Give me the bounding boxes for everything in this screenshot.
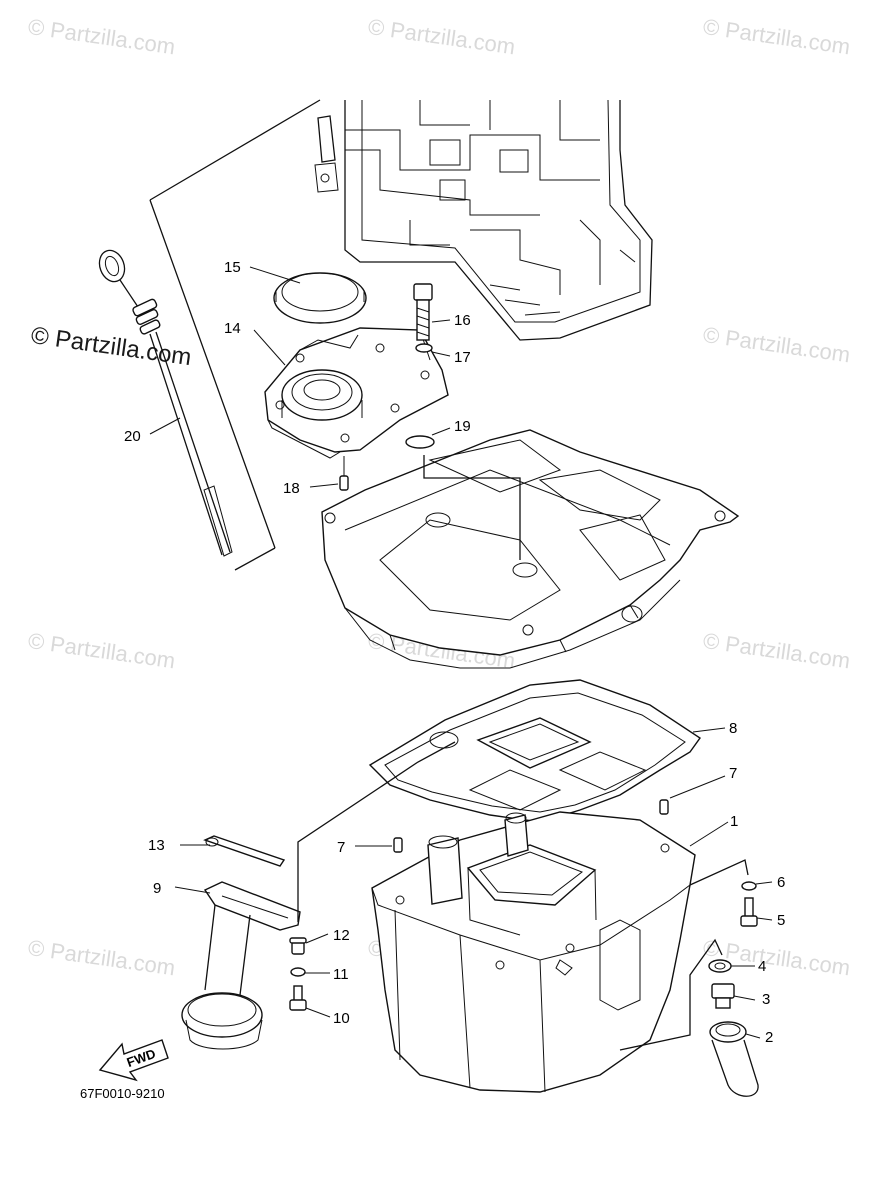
engine-block: [314, 99, 653, 341]
callout-4: 4: [758, 958, 766, 975]
callout-9: 9: [153, 880, 161, 897]
oil-seal-ring: [273, 272, 367, 324]
oil-pan: [371, 811, 696, 1093]
dowel-18: [339, 475, 349, 491]
sleeve-12: [289, 937, 307, 955]
callout-5: 5: [777, 912, 785, 929]
gasket-13: [203, 835, 286, 867]
callout-15: 15: [224, 259, 241, 276]
exhaust-guide: [321, 429, 740, 669]
callout-16: 16: [454, 312, 471, 329]
bolt-16: [413, 283, 433, 341]
callout-20: 20: [124, 428, 141, 445]
callout-1: 1: [730, 813, 738, 830]
callout-8: 8: [729, 720, 737, 737]
fwd-arrow-icon: FWD: [98, 1039, 169, 1082]
oil-pump-housing: [264, 327, 449, 459]
callout-3: 3: [762, 991, 770, 1008]
callout-2: 2: [765, 1029, 773, 1046]
washer-6: [741, 881, 757, 891]
reference-code: 67F0010-9210: [80, 1086, 165, 1101]
callout-19: 19: [454, 418, 471, 435]
callout-7-right: 7: [729, 765, 737, 782]
callout-18: 18: [283, 480, 300, 497]
dowel-7-right: [659, 799, 669, 815]
callout-12: 12: [333, 927, 350, 944]
oil-strainer-9: [181, 881, 301, 1050]
o-ring-19: [405, 435, 435, 449]
callout-13: 13: [148, 837, 165, 854]
bolt-10: [289, 985, 307, 1011]
callouts: 1 2 3 4 5 6 7 7 8 9 10 11 12 13 14 15 16…: [124, 259, 785, 1046]
drain-plug-3: [711, 983, 735, 1009]
callout-6: 6: [777, 874, 785, 891]
bolt-5: [740, 897, 758, 927]
callout-17: 17: [454, 349, 471, 366]
callout-7-left: 7: [337, 839, 345, 856]
dipstick: [98, 249, 233, 557]
alignment-line: [297, 741, 456, 922]
dowel-7-left: [393, 837, 403, 853]
oil-pan-gasket: [368, 679, 701, 823]
leader-lines: [149, 266, 773, 1039]
dipstick-group: [98, 99, 321, 571]
strainer-bracket: [619, 938, 723, 1051]
gasket-4: [708, 959, 732, 973]
callout-11: 11: [333, 966, 349, 983]
callout-10: 10: [333, 1010, 350, 1027]
alignment-line: [423, 455, 521, 560]
washer-17: [415, 343, 433, 353]
strainer-2: [709, 1021, 759, 1097]
washer-11: [290, 967, 306, 977]
callout-14: 14: [224, 320, 241, 337]
